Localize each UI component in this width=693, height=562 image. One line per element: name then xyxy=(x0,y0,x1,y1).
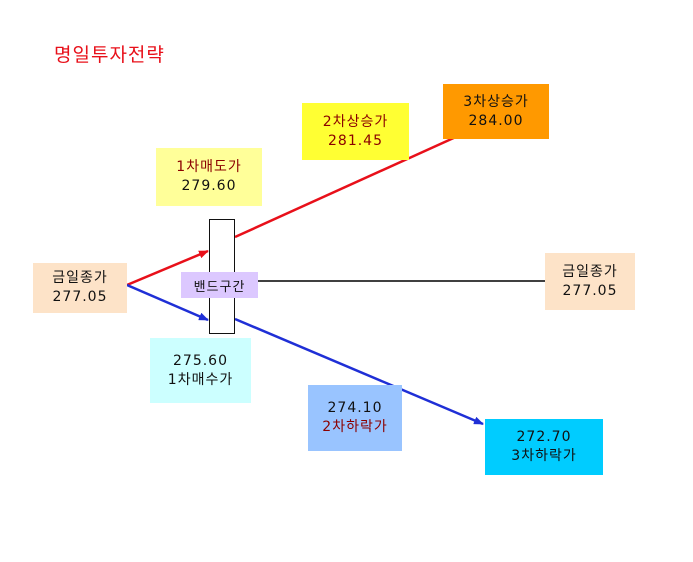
buy1-box: 275.60 1차매수가 xyxy=(150,338,251,403)
band-label: 밴드구간 xyxy=(181,272,258,298)
close-right-value: 277.05 xyxy=(562,282,618,299)
close-right-box: 금일종가 277.05 xyxy=(545,253,635,310)
up2-label: 2차상승가 xyxy=(322,113,389,130)
down3-box: 272.70 3차하락가 xyxy=(485,419,603,475)
sell1-label: 1차매도가 xyxy=(176,159,242,175)
band-label-text: 밴드구간 xyxy=(193,279,246,295)
up2-value: 281.45 xyxy=(328,132,383,149)
up3-label: 3차상승가 xyxy=(463,93,529,110)
buy1-label: 1차매수가 xyxy=(167,371,234,388)
up3-box: 3차상승가 284.00 xyxy=(443,84,549,139)
down3-label: 3차하락가 xyxy=(511,448,577,464)
up3-value: 284.00 xyxy=(468,112,524,129)
up2-box: 2차상승가 281.45 xyxy=(302,103,409,160)
down2-box: 274.10 2차하락가 xyxy=(308,385,402,451)
close-right-label: 금일종가 xyxy=(562,263,618,280)
down3-value: 272.70 xyxy=(516,429,572,445)
down2-value: 274.10 xyxy=(327,400,383,416)
close-left-box: 금일종가 277.05 xyxy=(33,263,127,313)
down-trend-line xyxy=(234,317,484,426)
red-arrow-line xyxy=(126,249,209,287)
buy1-value: 275.60 xyxy=(173,352,228,369)
sell1-box: 1차매도가 279.60 xyxy=(156,148,262,206)
close-left-label: 금일종가 xyxy=(52,270,108,286)
up-trend-line xyxy=(234,134,459,239)
down2-label: 2차하락가 xyxy=(322,419,388,435)
sell1-value: 279.60 xyxy=(181,178,237,194)
blue-arrow-line xyxy=(126,283,209,322)
close-left-value: 277.05 xyxy=(52,289,108,305)
page-title: 명일투자전략 xyxy=(54,44,165,66)
